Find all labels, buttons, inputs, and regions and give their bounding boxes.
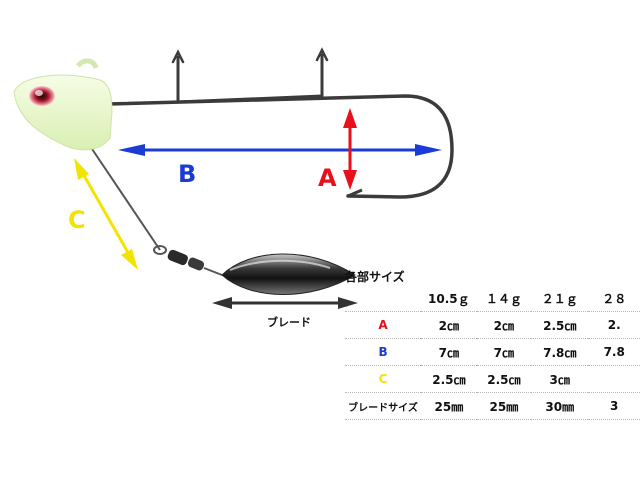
table-cell — [588, 365, 640, 393]
dimension-c-arrow — [74, 158, 138, 270]
willow-blade — [221, 253, 356, 295]
table-cell: 7㎝ — [476, 338, 532, 366]
spec-header-row: 10.5ｇ １４ｇ ２１ｇ ２８ — [345, 286, 640, 312]
table-cell: 2.5㎝ — [531, 311, 589, 339]
hook-shank — [106, 94, 454, 199]
table-cell: 3㎝ — [531, 365, 589, 393]
size-spec-table: 各部サイズ 10.5ｇ １４ｇ ２１ｇ ２８ A 2㎝ 2㎝ 2.5㎝ 2. B… — [345, 266, 640, 420]
row-label: A — [345, 311, 422, 339]
table-cell: 25㎜ — [476, 392, 532, 420]
trailer-hook — [171, 47, 329, 104]
arm-eye-loop — [153, 245, 167, 255]
hook-barb — [347, 188, 363, 198]
table-cell: 25㎜ — [421, 392, 477, 420]
col-header: 10.5ｇ — [421, 286, 477, 312]
eye — [29, 86, 55, 106]
table-row: B 7㎝ 7㎝ 7.8㎝ 7.8 — [345, 338, 640, 366]
label-c: C — [68, 206, 86, 234]
table-cell: 2. — [588, 311, 640, 339]
spec-table-title: 各部サイズ — [345, 269, 405, 284]
col-header: ２１ｇ — [531, 286, 589, 312]
table-cell: 2.5㎝ — [476, 365, 532, 393]
blade-dimension-arrow — [212, 297, 358, 309]
table-row: C 2.5㎝ 2.5㎝ 3㎝ — [345, 365, 640, 393]
table-row: A 2㎝ 2㎝ 2.5㎝ 2. — [345, 311, 640, 339]
table-cell: 30㎜ — [531, 392, 589, 420]
table-cell: 2.5㎝ — [421, 365, 477, 393]
table-cell: 2㎝ — [476, 311, 532, 339]
swivel — [167, 249, 223, 276]
table-cell: 7㎝ — [421, 338, 477, 366]
col-header: ２８ — [588, 286, 640, 312]
label-a: A — [318, 164, 337, 192]
table-cell: 3 — [588, 392, 640, 420]
table-cell: 2㎝ — [421, 311, 477, 339]
table-row: ブレードサイズ 25㎜ 25㎜ 30㎜ 3 — [345, 392, 640, 420]
row-label: B — [345, 338, 422, 366]
spinner-arm — [85, 139, 161, 251]
jig-head — [13, 58, 113, 151]
dimension-a-arrow — [343, 108, 357, 190]
label-b: B — [178, 160, 196, 188]
table-cell: 7.8㎝ — [531, 338, 589, 366]
dimension-b-arrow — [118, 144, 442, 156]
col-header: １４ｇ — [476, 286, 532, 312]
label-blade: ブレード — [267, 315, 311, 329]
row-label: C — [345, 365, 422, 393]
row-label: ブレードサイズ — [345, 392, 422, 420]
table-cell: 7.8 — [588, 338, 640, 366]
